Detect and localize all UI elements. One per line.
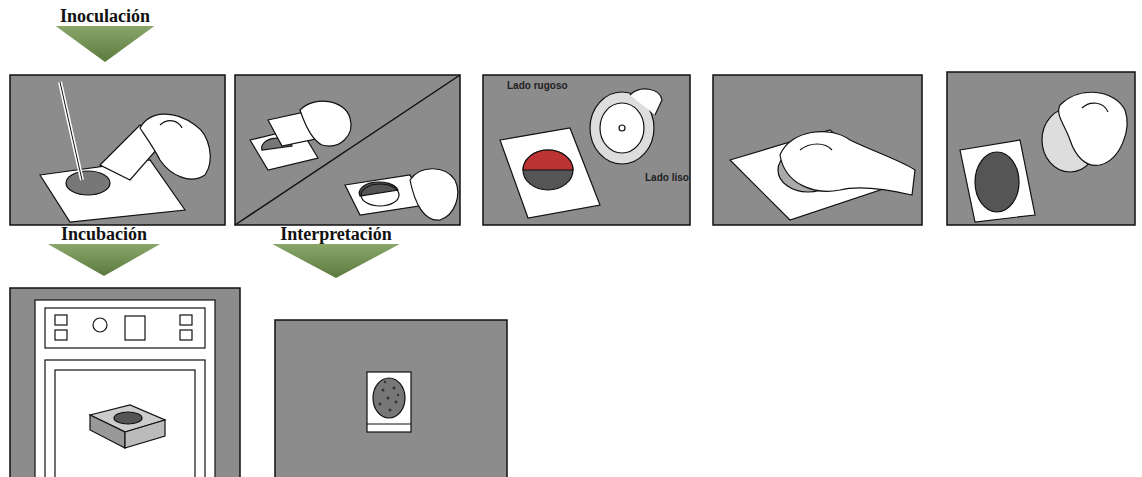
incubator bbox=[35, 300, 215, 477]
panel bbox=[947, 72, 1135, 225]
panel bbox=[275, 320, 507, 477]
panel bbox=[713, 75, 922, 225]
step-title: Inoculación bbox=[40, 6, 170, 27]
part-label: Lado rugoso bbox=[507, 80, 568, 91]
step-heading: Inoculación bbox=[40, 4, 170, 64]
step-heading: Interpretación bbox=[252, 222, 420, 280]
step-title: Incubación bbox=[30, 224, 178, 245]
inoculation-step-1 bbox=[40, 82, 210, 222]
step-heading: Incubación bbox=[30, 222, 178, 278]
inoculation-step-3 bbox=[500, 89, 662, 218]
interpretation-card bbox=[367, 372, 411, 432]
inoculation-step-2 bbox=[235, 75, 460, 225]
step-title: Interpretación bbox=[252, 224, 420, 245]
part-label: Lado liso bbox=[645, 172, 689, 183]
inoculation-step-5 bbox=[960, 92, 1127, 222]
panel bbox=[235, 75, 460, 225]
panel bbox=[483, 75, 690, 225]
inoculation-step-4 bbox=[730, 130, 915, 220]
panel bbox=[10, 75, 225, 225]
